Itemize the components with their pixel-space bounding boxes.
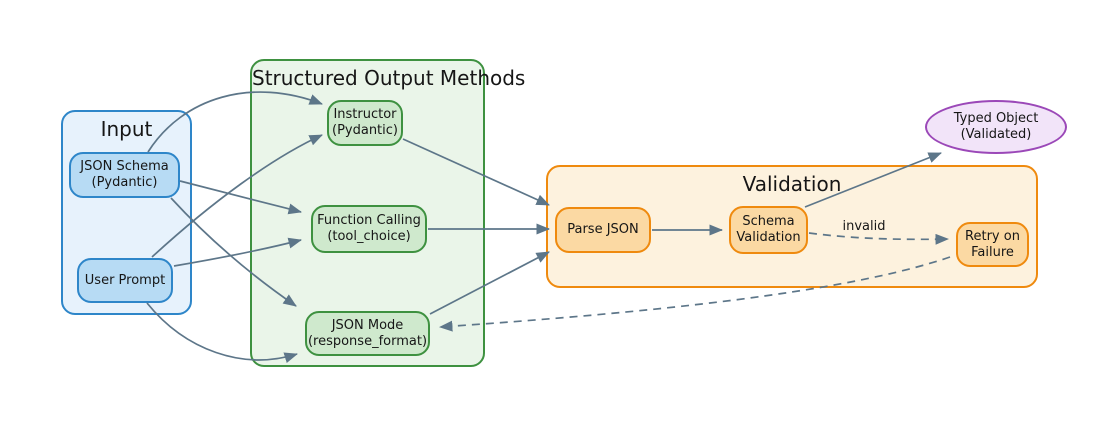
node-json-mode-line2: (response_format)	[307, 333, 428, 349]
node-json-mode: JSON Mode (response_format)	[305, 311, 430, 356]
node-user-prompt: User Prompt	[77, 258, 173, 303]
node-typed-object-line2: (Validated)	[960, 127, 1032, 142]
node-retry-on-failure-line1: Retry on	[965, 228, 1020, 244]
node-user-prompt-line1: User Prompt	[84, 272, 166, 288]
node-instructor: Instructor (Pydantic)	[327, 100, 403, 146]
node-json-schema-line1: JSON Schema	[80, 159, 169, 174]
node-function-calling: Function Calling (tool_choice)	[311, 205, 427, 253]
node-json-schema-line2: (Pydantic)	[91, 175, 158, 190]
node-function-calling-line2: (tool_choice)	[327, 229, 411, 244]
node-retry-on-failure: Retry on Failure	[956, 222, 1029, 267]
node-json-schema: JSON Schema (Pydantic)	[69, 152, 180, 198]
node-schema-validation-line1: Schema	[742, 214, 795, 229]
container-validation-title: Validation	[742, 172, 842, 196]
container-input-title: Input	[100, 117, 153, 141]
node-instructor-line2: (Pydantic)	[332, 123, 398, 138]
node-json-mode-line1: JSON Mode	[331, 317, 404, 333]
node-parse-json: Parse JSON	[555, 207, 651, 253]
node-instructor-line1: Instructor	[333, 107, 397, 122]
container-structured-output-methods-title: Structured Output Methods	[252, 66, 526, 90]
node-function-calling-line1: Function Calling	[317, 213, 421, 228]
node-schema-validation-line2: Validation	[736, 230, 801, 245]
node-parse-json-line1: Parse JSON	[567, 222, 639, 237]
node-schema-validation: Schema Validation	[729, 206, 808, 254]
node-retry-on-failure-line2: Failure	[971, 244, 1014, 260]
edge-label-invalid: invalid	[842, 219, 886, 234]
node-typed-object: Typed Object (Validated)	[925, 100, 1067, 154]
node-typed-object-line1: Typed Object	[953, 111, 1039, 126]
